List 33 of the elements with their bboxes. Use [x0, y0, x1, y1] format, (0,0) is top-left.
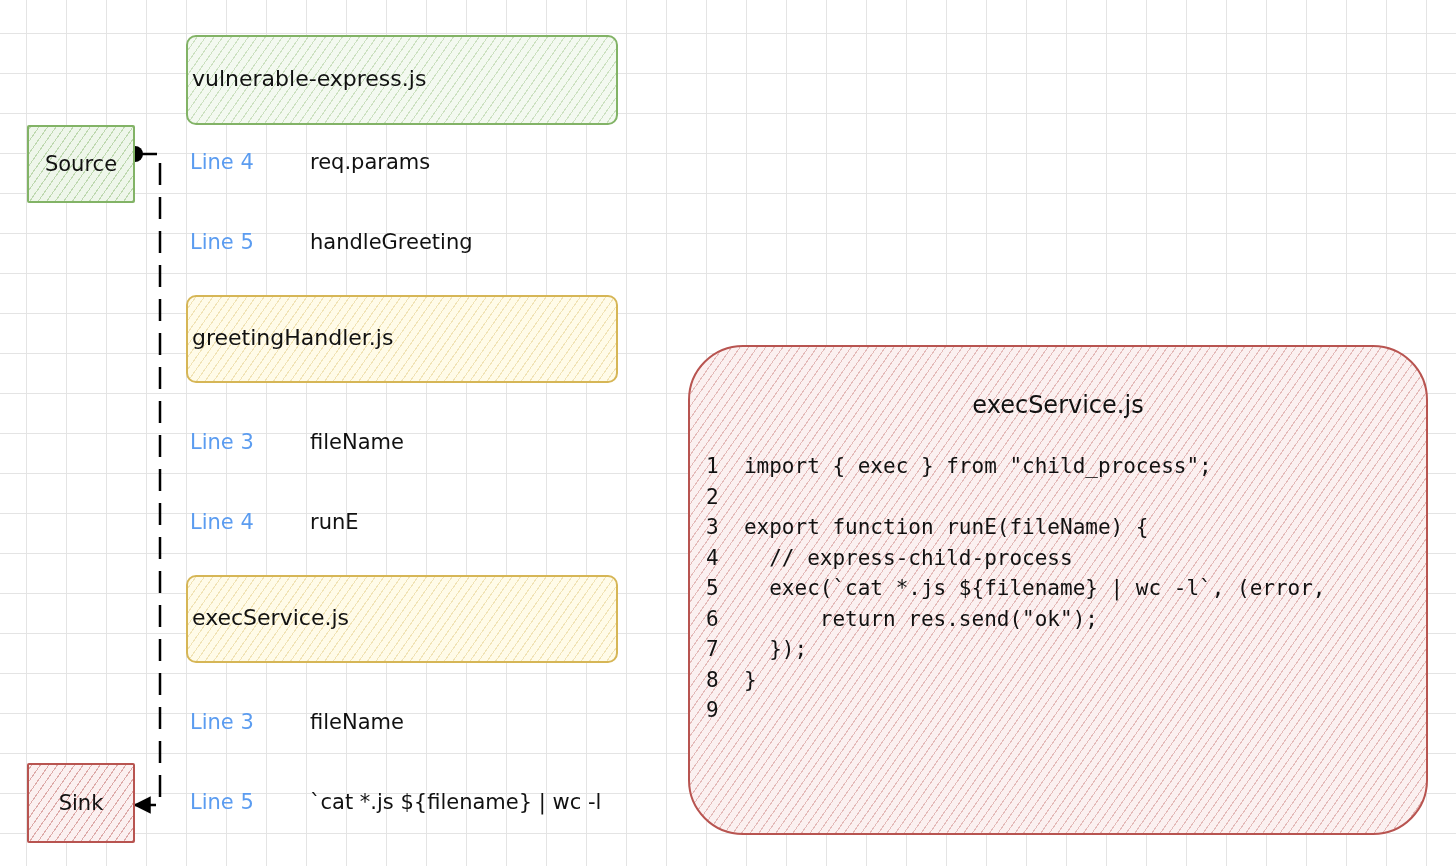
file-box [186, 35, 618, 125]
file-title: execService.js [971, 391, 1145, 419]
line-number-label: Line 5 [190, 230, 254, 254]
line-number-label: Line 3 [190, 710, 254, 734]
code-value-label: fileName [310, 430, 404, 454]
code-line: 4 // express-child-process [706, 544, 1073, 572]
file-box [186, 295, 618, 383]
file-name: vulnerable-express.js [192, 66, 427, 91]
code-line: 2 [706, 483, 719, 511]
code-line: 1 import { exec } from "child_process"; [706, 453, 1212, 480]
code-line: 5 exec(`cat *.js ${filename} | wc -l`, (error, [706, 575, 1326, 603]
node-label: Source [43, 152, 119, 176]
code-line: 6 return res.send("ok"); [706, 605, 1098, 633]
code-value-label: handleGreeting [310, 230, 473, 254]
line-number-label: Line 4 [190, 150, 254, 174]
code-panel [688, 345, 1428, 835]
line-number-label: Line 5 [190, 790, 254, 814]
sink-box [27, 763, 135, 843]
code-line: 3 export function runE(fileName) { [706, 514, 1149, 541]
file-name: greetingHandler.js [192, 325, 394, 350]
code-line: 8 } [706, 666, 757, 694]
code-value-label: `cat *.js ${filename} | wc -l [310, 790, 602, 814]
code-value-label: runE [310, 510, 359, 534]
code-value-label: req.params [310, 150, 431, 174]
line-number-label: Line 3 [190, 430, 254, 454]
file-box [186, 575, 618, 663]
line-number-label: Line 4 [190, 510, 254, 534]
code-line: 7 }); [706, 636, 808, 663]
node-label: Sink [57, 791, 105, 815]
code-value-label: fileName [310, 710, 404, 734]
code-line: 9 [706, 697, 719, 724]
file-name: execService.js [192, 605, 349, 630]
source-box [27, 125, 135, 203]
